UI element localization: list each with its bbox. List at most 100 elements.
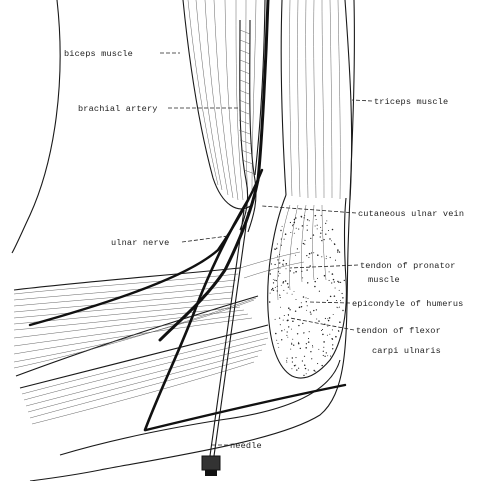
stipple-dot (316, 219, 317, 220)
stipple-dot (274, 264, 275, 265)
stipple-dot (301, 216, 302, 217)
stipple-dot (288, 286, 289, 287)
stipple-dot (331, 282, 332, 283)
stipple-dot (332, 344, 333, 345)
stipple-dot (308, 369, 309, 370)
stipple-dot (283, 281, 284, 282)
stipple-dot (304, 365, 305, 366)
stipple-dot (342, 297, 343, 298)
stipple-dot (296, 228, 297, 229)
stipple-dot (335, 287, 336, 288)
stipple-dot (295, 365, 296, 366)
stipple-dot (337, 307, 338, 308)
stipple-dot (325, 223, 326, 224)
label-carpi-ulnaris: carpi ulnaris (372, 346, 441, 356)
stipple-dot (298, 368, 299, 369)
stipple-dot (275, 249, 276, 250)
stipple-dot (304, 244, 305, 245)
stipple-dot (337, 251, 338, 252)
stipple-dot (337, 252, 338, 253)
stipple-dot (330, 296, 332, 298)
stipple-dot (340, 282, 341, 283)
stipple-dot (277, 286, 278, 287)
stipple-dot (321, 330, 322, 331)
biceps-muscle (183, 0, 265, 209)
stipple-dot (325, 318, 326, 319)
stipple-dot (313, 234, 314, 235)
stipple-dot (328, 320, 329, 321)
stipple-dot (295, 217, 297, 219)
stipple-dot (334, 281, 335, 282)
stipple-dot (303, 217, 304, 218)
stipple-dot (286, 263, 288, 265)
stipple-dot (313, 370, 314, 371)
stipple-dot (269, 301, 271, 303)
stipple-dot (282, 264, 283, 265)
stipple-dot (285, 280, 287, 282)
label-biceps-muscle: biceps muscle (64, 49, 133, 59)
stipple-dot (332, 348, 333, 349)
label-tendon-of-pronator: tendon of pronator (360, 261, 456, 271)
stipple-dot (270, 273, 271, 274)
stipple-dot (292, 321, 294, 323)
stipple-dot (327, 355, 328, 356)
stipple-dot (290, 222, 291, 223)
stipple-dot (340, 300, 341, 301)
stipple-dot (297, 333, 298, 334)
stipple-dot (309, 253, 311, 255)
stipple-dot (283, 265, 284, 266)
stipple-dot (316, 309, 317, 310)
stipple-dot (325, 234, 326, 235)
stipple-dot (277, 256, 278, 257)
stipple-dot (295, 271, 297, 273)
stipple-dot (307, 229, 308, 230)
stipple-dot (323, 239, 324, 240)
stipple-dot (278, 271, 279, 272)
stipple-dot (283, 290, 284, 291)
stipple-dot (329, 271, 330, 272)
stipple-dot (274, 280, 275, 281)
stipple-dot (301, 302, 302, 303)
stipple-dot (299, 307, 301, 309)
stipple-dot (324, 356, 325, 357)
stipple-dot (323, 341, 325, 343)
stipple-dot (329, 334, 330, 335)
needle (202, 210, 248, 476)
stipple-dot (302, 360, 303, 361)
stipple-dot (324, 275, 326, 277)
stipple-dot (308, 338, 309, 339)
stipple-dot (281, 239, 282, 240)
stipple-dot (330, 257, 331, 258)
stipple-dot (332, 273, 334, 275)
stipple-dot (334, 295, 336, 297)
stipple-dot (277, 259, 278, 260)
stipple-dot (296, 299, 297, 300)
triceps-muscle (281, 0, 351, 200)
stipple-dot (280, 324, 281, 325)
stipple-dot (306, 297, 307, 298)
stipple-dot (306, 301, 307, 302)
stipple-dot (287, 337, 288, 338)
label-ulnar-nerve: ulnar nerve (111, 238, 169, 248)
stipple-dot (290, 232, 291, 233)
stipple-dot (279, 317, 280, 318)
stipple-dot (305, 368, 306, 369)
stipple-dot (321, 215, 322, 216)
stipple-dot (321, 240, 322, 241)
stipple-dot (311, 252, 312, 253)
stipple-dot (271, 263, 272, 264)
stipple-dot (322, 230, 323, 231)
needle-hub (202, 456, 220, 470)
stipple-dot (319, 291, 320, 292)
stipple-dot (272, 288, 274, 290)
stipple-dot (339, 251, 340, 252)
stipple-dot (322, 329, 323, 330)
stipple-dot (323, 347, 324, 348)
stipple-dot (313, 310, 314, 311)
stipple-dot (307, 282, 308, 283)
stipple-dot (278, 347, 279, 348)
stipple-dot (321, 256, 322, 257)
stipple-dot (344, 280, 345, 281)
stipple-dot (292, 357, 293, 358)
stipple-dot (294, 222, 296, 224)
